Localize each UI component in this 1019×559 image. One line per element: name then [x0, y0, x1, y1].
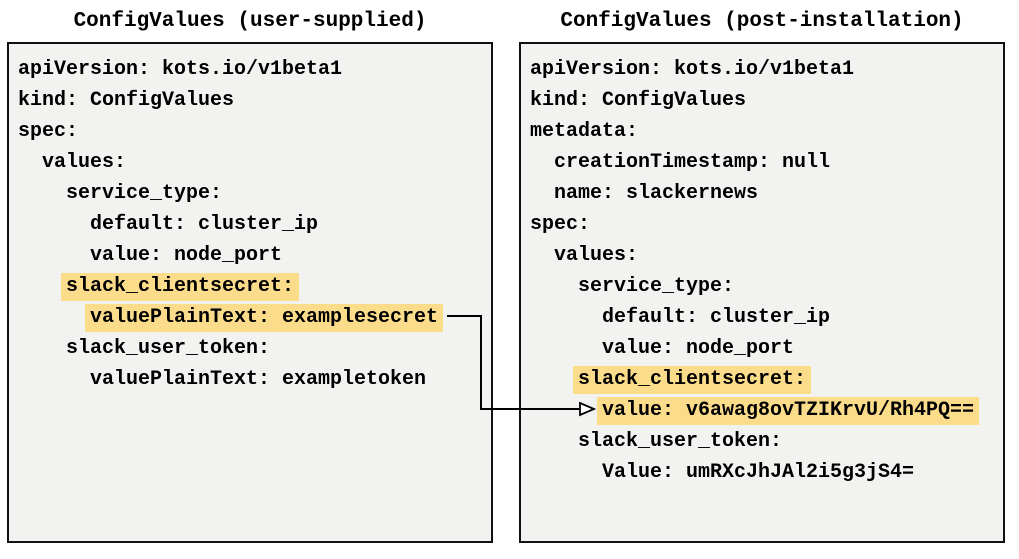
code-text: default: cluster_ip: [602, 306, 831, 329]
code-line: slack_user_token:: [530, 426, 994, 457]
code-text: kind: ConfigValues: [18, 89, 235, 112]
code-line: kind: ConfigValues: [18, 85, 482, 116]
left-panel-title: ConfigValues (user-supplied): [73, 10, 427, 33]
right-config-panel: apiVersion: kots.io/v1beta1 kind: ConfigV…: [519, 42, 1005, 543]
code-line: value: node_port: [530, 333, 994, 364]
code-line: apiVersion: kots.io/v1beta1: [18, 54, 482, 85]
code-line: default: cluster_ip: [530, 302, 994, 333]
code-line: spec:: [18, 116, 482, 147]
code-line: Value: umRXcJhJAl2i5g3jS4=: [530, 457, 994, 488]
code-line: service_type:: [18, 178, 482, 209]
code-text: valuePlainText: examplesecret: [85, 303, 444, 332]
highlighted-code-line: slack_clientsecret:: [530, 364, 994, 395]
code-line: apiVersion: kots.io/v1beta1: [530, 54, 994, 85]
code-text: kind: ConfigValues: [530, 89, 747, 112]
code-text: service_type:: [66, 182, 223, 205]
code-text: value: node_port: [602, 337, 795, 360]
code-text: metadata:: [530, 120, 639, 143]
code-text: valuePlainText: exampletoken: [90, 368, 427, 391]
code-text: spec:: [18, 120, 79, 143]
code-line: values:: [18, 147, 482, 178]
code-text: values:: [42, 151, 127, 174]
code-text: apiVersion: kots.io/v1beta1: [18, 58, 343, 81]
code-line: kind: ConfigValues: [530, 85, 994, 116]
code-text: service_type:: [578, 275, 735, 298]
code-text: slack_clientsecret:: [61, 272, 300, 301]
code-text: slack_clientsecret:: [573, 365, 812, 394]
code-line: service_type:: [530, 271, 994, 302]
code-text: name: slackernews: [554, 182, 759, 205]
code-line: creationTimestamp: null: [530, 147, 994, 178]
code-text: creationTimestamp: null: [554, 151, 831, 174]
highlighted-code-line: valuePlainText: examplesecret: [18, 302, 482, 333]
code-line: metadata:: [530, 116, 994, 147]
code-line: slack_user_token:: [18, 333, 482, 364]
code-line: spec:: [530, 209, 994, 240]
code-text: value: v6awag8ovTZIKrvU/Rh4PQ==: [597, 396, 980, 425]
code-line: valuePlainText: exampletoken: [18, 364, 482, 395]
code-text: spec:: [530, 213, 591, 236]
code-text: slack_user_token:: [66, 337, 271, 360]
code-line: default: cluster_ip: [18, 209, 482, 240]
code-text: apiVersion: kots.io/v1beta1: [530, 58, 855, 81]
highlighted-code-line: value: v6awag8ovTZIKrvU/Rh4PQ==: [530, 395, 994, 426]
right-panel-title: ConfigValues (post-installation): [560, 10, 964, 33]
code-text: values:: [554, 244, 639, 267]
code-text: Value: umRXcJhJAl2i5g3jS4=: [602, 461, 915, 484]
code-line: values:: [530, 240, 994, 271]
highlighted-code-line: slack_clientsecret:: [18, 271, 482, 302]
code-line: value: node_port: [18, 240, 482, 271]
code-text: slack_user_token:: [578, 430, 783, 453]
code-text: default: cluster_ip: [90, 213, 319, 236]
left-config-panel: apiVersion: kots.io/v1beta1 kind: ConfigV…: [7, 42, 493, 543]
code-text: value: node_port: [90, 244, 283, 267]
code-line: name: slackernews: [530, 178, 994, 209]
